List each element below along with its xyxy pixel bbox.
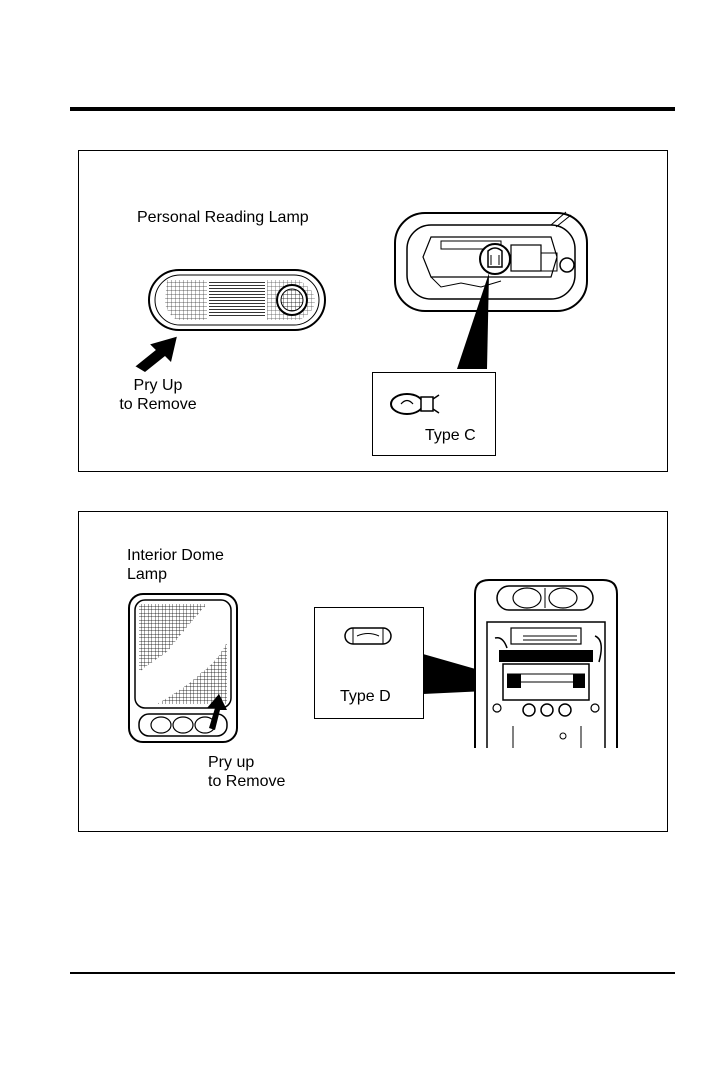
type-d-bulb-callout: Type D <box>314 607 424 719</box>
header-rule <box>70 107 675 111</box>
reading-lamp-panel: Personal Reading Lamp Pry Up to Remove <box>78 150 668 472</box>
type-c-label: Type C <box>425 426 476 445</box>
pry-up-arrow-icon <box>131 326 191 376</box>
reading-lamp-instruction: Pry Up to Remove <box>109 376 207 414</box>
dome-lamp-panel: Interior Dome Lamp Pry up to Remove Ty <box>78 511 668 832</box>
reading-lamp-title: Personal Reading Lamp <box>137 208 309 227</box>
type-d-bulb-icon <box>343 624 393 648</box>
dome-lamp-housing-illustration <box>473 578 619 750</box>
type-c-bulb-icon <box>387 389 443 419</box>
footer-rule <box>70 972 675 974</box>
type-c-callout-pointer <box>447 271 507 371</box>
type-c-bulb-callout: Type C <box>372 372 496 456</box>
dome-lamp-instruction: Pry up to Remove <box>208 753 285 791</box>
pry-up-arrow-icon <box>203 692 231 732</box>
type-d-label: Type D <box>340 687 391 706</box>
dome-lamp-title: Interior Dome Lamp <box>127 546 224 584</box>
